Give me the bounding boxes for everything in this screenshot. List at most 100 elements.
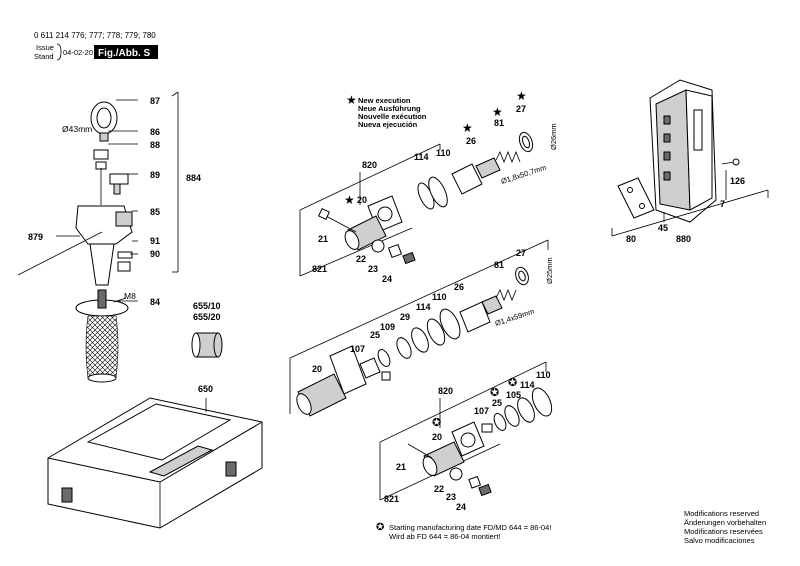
ring-29	[411, 327, 429, 353]
label-84: 84	[150, 297, 160, 307]
handle-end	[87, 373, 117, 383]
part-107-bot	[481, 423, 493, 433]
label-109: 109	[380, 322, 395, 332]
label-884: 884	[186, 173, 201, 183]
screw-24	[402, 251, 416, 265]
label-24: 24	[382, 274, 392, 284]
handle-grip	[85, 315, 119, 379]
nut-23	[387, 243, 403, 259]
dim-seal-top: Ø1,8x50,7mm	[500, 163, 548, 186]
case-handle	[148, 445, 214, 477]
label-23: 23	[368, 264, 378, 274]
case-latch-left	[61, 487, 73, 503]
legend-line-4: Nueva ejecución	[358, 120, 418, 129]
clip-small	[381, 371, 391, 381]
label-655-20: 655/20	[193, 312, 221, 322]
label-126: 126	[730, 176, 745, 186]
label-820-bot: 820	[438, 386, 453, 396]
label-27-mid: 27	[516, 248, 526, 258]
label-45: 45	[658, 223, 668, 233]
label-81-mid: 81	[494, 260, 504, 270]
clamp-nut-85	[115, 211, 133, 227]
tool-holder-middle	[289, 239, 549, 417]
issue-label: Issue	[36, 43, 54, 52]
housing-assembly	[617, 79, 740, 223]
dim-26mm: Ø26mm	[549, 123, 558, 150]
bolt-21	[325, 215, 357, 233]
stand-label: Stand	[34, 52, 54, 61]
legend-line-1: New execution	[358, 96, 411, 105]
tool-holder-26-mid	[459, 301, 491, 333]
depth-stop-ring-inner	[96, 107, 112, 129]
figure-label: Fig./Abb. S	[98, 48, 151, 59]
bracket	[56, 43, 62, 61]
label-26: 26	[466, 136, 476, 146]
label-114-bot: 114	[520, 380, 535, 390]
depth-gauge-rod	[17, 231, 103, 276]
label-89: 89	[150, 170, 160, 180]
o-ring-114-bot	[517, 397, 535, 423]
dim-25mm: Ø25mm	[545, 257, 554, 284]
label-114: 114	[414, 152, 429, 162]
nut-90	[117, 261, 131, 272]
o-ring-114-mid	[426, 318, 446, 346]
label-107-bot: 107	[474, 406, 489, 416]
tool-holder-top-labels: 820 114 110 ★ 26 ★ 81 ★ 27 ★ 20 21 821 2…	[312, 89, 558, 284]
star-icon: ★	[462, 121, 473, 135]
label-91: 91	[150, 236, 160, 246]
label-105: 105	[506, 390, 521, 400]
spring-81	[495, 150, 521, 164]
wing-screw	[109, 173, 129, 185]
label-22-bot: 22	[434, 484, 444, 494]
modifications-line-4: Salvo modificaciones	[684, 536, 755, 545]
o-ring-110	[428, 176, 448, 208]
case-latch-right	[225, 461, 237, 477]
label-87: 87	[150, 96, 160, 106]
housing-front	[655, 89, 691, 211]
label-20-mid: 20	[312, 364, 322, 374]
label-20: 20	[357, 195, 367, 205]
washer-22-bot	[449, 467, 463, 481]
tool-holder-top	[299, 131, 534, 277]
star-icon: ★	[346, 93, 357, 107]
label-23-bot: 23	[446, 492, 456, 502]
label-7: 7	[720, 199, 725, 209]
tool-holder-26	[451, 163, 483, 195]
handle-neck	[89, 243, 115, 286]
modifications-line-2: Änderungen vorbehalten	[684, 518, 766, 527]
legend: ★ New execution Neue Ausführung Nouvelle…	[346, 93, 427, 129]
star-circle-icon: ✪	[490, 387, 499, 399]
clip-88	[95, 161, 107, 170]
label-114-mid: 114	[416, 302, 431, 312]
footnote: ✪ Starting manufacturing date FD/MD 644 …	[376, 522, 551, 541]
screw-126	[721, 161, 735, 165]
footnote-line-2: Wird ab FD 644 = 86-04 montiert!	[389, 532, 501, 541]
washer-91	[117, 251, 133, 259]
label-27: 27	[516, 104, 526, 114]
carrying-case: 650	[47, 384, 263, 529]
modifications-line-1: Modifications reserved	[684, 509, 759, 518]
label-879: 879	[28, 232, 43, 242]
dim-43mm: Ø43mm	[62, 124, 92, 134]
label-821: 821	[312, 264, 327, 274]
handle-assembly	[17, 101, 133, 383]
handle-screw-m8	[97, 289, 107, 309]
part-107	[359, 357, 381, 379]
flange-plate-20-mid	[329, 345, 367, 395]
ring-105	[504, 405, 520, 427]
modifications-line-3: Modifications reservées	[684, 527, 763, 536]
label-25-bot: 25	[492, 398, 502, 408]
case-lid-panel	[86, 403, 232, 461]
header-block: 0 611 214 776; 777; 778; 779; 780 Issue …	[34, 31, 158, 61]
part-numbers: 0 611 214 776; 777; 778; 779; 780	[34, 31, 156, 40]
washer-22	[371, 239, 385, 253]
label-25-mid: 25	[370, 330, 380, 340]
handle-labels: 87 Ø43mm 86 88 89 884 85 879 91 90 M8 84	[28, 96, 201, 307]
label-880: 880	[676, 234, 691, 244]
housing-callouts	[611, 170, 769, 237]
label-820: 820	[362, 160, 377, 170]
dim-m8: M8	[124, 291, 136, 301]
spring-81-mid	[495, 288, 517, 302]
label-81: 81	[494, 118, 504, 128]
label-110: 110	[436, 148, 451, 158]
